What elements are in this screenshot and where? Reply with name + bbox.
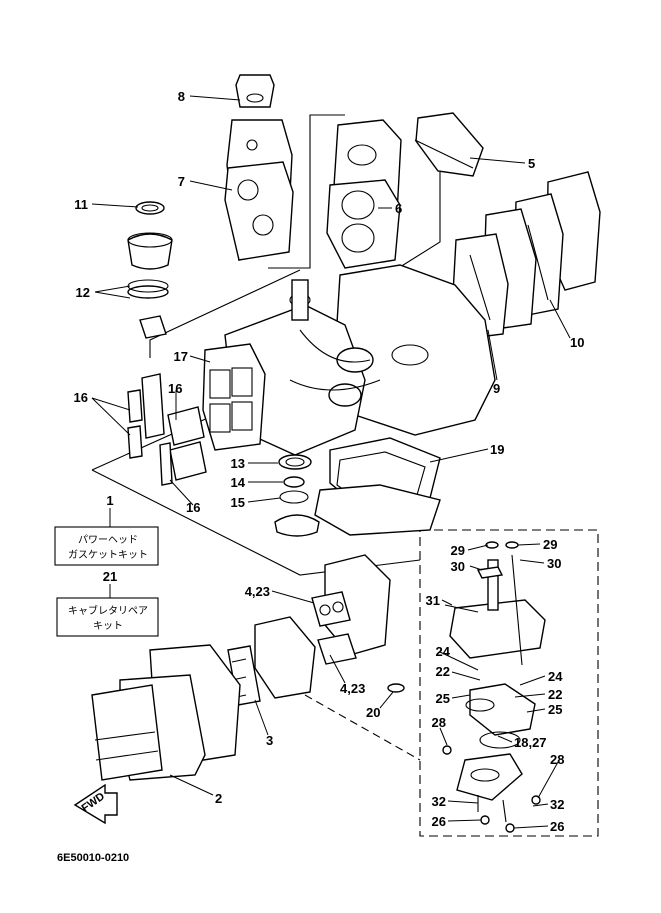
callout-19: 19 bbox=[490, 442, 504, 457]
callout-16-mid: 16 bbox=[168, 381, 182, 396]
carburetor-detail bbox=[442, 541, 546, 833]
intake-manifold bbox=[227, 554, 405, 706]
callout-3: 3 bbox=[266, 733, 273, 748]
kit-21-line2: キット bbox=[93, 621, 123, 632]
callout-11: 11 bbox=[74, 197, 88, 212]
callout-12: 12 bbox=[76, 285, 90, 300]
callout-16-low: 16 bbox=[186, 500, 200, 515]
callout-31: 31 bbox=[426, 593, 440, 608]
callout-26-left: 26 bbox=[432, 814, 446, 829]
callout-9: 9 bbox=[493, 381, 500, 396]
callout-30-left: 30 bbox=[451, 559, 465, 574]
callout-8: 8 bbox=[178, 89, 185, 104]
callout-17: 17 bbox=[174, 349, 188, 364]
seal-parts bbox=[127, 201, 173, 339]
kit-21-line1: キャブレタリペア bbox=[68, 604, 148, 617]
silencer-cover bbox=[73, 644, 241, 825]
callout-29-right: 29 bbox=[543, 537, 557, 552]
kit-1-line2: ガスケットキット bbox=[68, 549, 148, 561]
callout-22-right: 22 bbox=[548, 687, 562, 702]
callout-28-right: 28 bbox=[550, 752, 564, 767]
kit-label-21: キャブレタリペア キット bbox=[56, 584, 159, 637]
callout-26-right: 26 bbox=[550, 819, 564, 834]
callout-4-23-upper: 4,23 bbox=[245, 584, 270, 599]
kit-1-line1: パワーヘッド bbox=[78, 534, 138, 546]
callout-32-right: 32 bbox=[550, 797, 564, 812]
callout-30-right: 30 bbox=[547, 556, 561, 571]
exhaust-cover-assembly bbox=[224, 74, 601, 340]
reed-valve-assembly bbox=[127, 343, 266, 486]
callout-20: 20 bbox=[366, 705, 380, 720]
callout-16-left: 16 bbox=[74, 390, 88, 405]
crankcase-block bbox=[224, 264, 496, 456]
kit-label-1: パワーヘッド ガスケットキット bbox=[54, 508, 159, 566]
carb-leader-lines bbox=[439, 543, 559, 829]
callout-28-left: 28 bbox=[432, 715, 446, 730]
callout-29-left: 29 bbox=[451, 543, 465, 558]
callout-10: 10 bbox=[570, 335, 584, 350]
callout-25-right: 25 bbox=[548, 702, 562, 717]
callout-15: 15 bbox=[231, 495, 245, 510]
callout-25-left: 25 bbox=[436, 691, 450, 706]
callout-labels: 8 7 11 12 6 5 10 9 17 16 16 16 19 13 14 … bbox=[74, 89, 585, 834]
callout-22-left: 22 bbox=[436, 664, 450, 679]
callout-7: 7 bbox=[178, 174, 185, 189]
callout-18-27: 18,27 bbox=[514, 735, 547, 750]
callout-24-right: 24 bbox=[548, 669, 563, 684]
kit-1-number: 1 bbox=[106, 493, 113, 508]
callout-2: 2 bbox=[215, 791, 222, 806]
callout-5: 5 bbox=[528, 156, 535, 171]
kit-21-number: 21 bbox=[103, 569, 117, 584]
callout-4-23-lower: 4,23 bbox=[340, 681, 365, 696]
document-code: 6E50010-0210 bbox=[57, 852, 129, 864]
leader-lines bbox=[91, 95, 571, 796]
callout-14: 14 bbox=[231, 475, 246, 490]
callout-6: 6 bbox=[395, 201, 402, 216]
callout-24-left: 24 bbox=[436, 644, 451, 659]
callout-32-left: 32 bbox=[432, 794, 446, 809]
callout-13: 13 bbox=[231, 456, 245, 471]
lower-seals bbox=[274, 454, 320, 537]
base-gasket bbox=[314, 437, 441, 536]
grouping-lines bbox=[91, 114, 599, 837]
